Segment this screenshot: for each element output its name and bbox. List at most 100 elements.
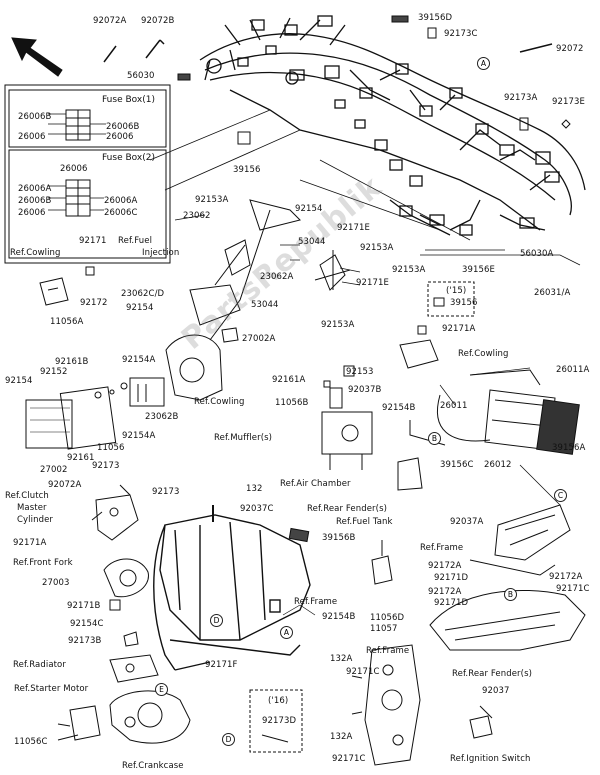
- crankcase-part: [109, 690, 191, 744]
- part-label: 23062: [183, 211, 211, 221]
- tag-56030: [177, 73, 191, 81]
- part-label: Ref.Ignition Switch: [450, 754, 531, 764]
- part-label: 11056A: [50, 317, 84, 327]
- part-label: 92154B: [322, 612, 356, 622]
- part-label: 92171C: [332, 754, 366, 764]
- fuse-label: 26006: [18, 132, 46, 142]
- part-label: 92161B: [55, 357, 89, 367]
- part-label: 92173E: [552, 97, 586, 107]
- relay-bracket: [189, 199, 351, 341]
- part-label: 11056C: [14, 737, 48, 747]
- part-label: 132: [246, 484, 263, 494]
- starter-bracket: [69, 705, 101, 741]
- part-label: 132A: [330, 654, 353, 664]
- part-label: 39156A: [552, 443, 586, 453]
- part-label: 92154: [295, 204, 323, 214]
- part-label: 92072A: [48, 480, 82, 490]
- part-label: 26031/A: [534, 288, 571, 298]
- ref-marker-d: D: [210, 614, 223, 627]
- part-label: 26012: [484, 460, 512, 470]
- part-label: Ref.Frame: [366, 646, 410, 656]
- fuse-box-2-title: Fuse Box(2): [102, 153, 155, 163]
- part-label: 26011: [440, 401, 468, 411]
- part-label: Ref.Crankcase: [122, 761, 184, 771]
- grommet-92171B: [109, 599, 121, 611]
- part-label: Ref.Starter Motor: [14, 684, 89, 694]
- part-label: 92037A: [450, 517, 484, 527]
- part-label: Ref.Front Fork: [13, 558, 73, 568]
- fuse-label: 26006: [18, 208, 46, 218]
- part-label: 92037: [482, 686, 510, 696]
- year-tag: ('16): [268, 696, 289, 706]
- cap-92173C: [427, 27, 437, 39]
- clip-92072A: [103, 45, 117, 63]
- part-label: 92153: [346, 367, 374, 377]
- part-label: 92171E: [356, 278, 390, 288]
- fuse-box-2-drawing: [65, 179, 91, 217]
- part-label: 11056: [97, 443, 125, 453]
- part-label: 92171D: [434, 573, 469, 583]
- part-label: 132A: [330, 732, 353, 742]
- part-label: Master: [17, 503, 47, 513]
- part-label: 39156B: [322, 533, 356, 543]
- tie-92072: [519, 43, 553, 53]
- cowling-piece: [399, 339, 439, 369]
- part-label: 92172: [80, 298, 108, 308]
- frame: [153, 514, 311, 671]
- part-label: 27002A: [242, 334, 276, 344]
- ref-marker-a: A: [477, 57, 490, 70]
- part-label: 39156E: [462, 265, 496, 275]
- subframe: [364, 644, 421, 766]
- part-label: 92171E: [337, 223, 371, 233]
- connector-92173B: [123, 631, 139, 647]
- part-label: 92171A: [442, 324, 476, 334]
- fuse-label: 26006B: [106, 122, 140, 132]
- part-label: Ref.Cowling: [458, 349, 509, 359]
- part-label: Ref.Rear Fender(s): [452, 669, 533, 679]
- part-label: Ref.Muffler(s): [214, 433, 273, 443]
- part-label: 92171A: [13, 538, 47, 548]
- tag-39156D: [391, 15, 409, 23]
- part-label: 23062B: [145, 412, 179, 422]
- part-label: 56030: [127, 71, 155, 81]
- fuse-label: 26006B: [18, 112, 52, 122]
- part-label: Ref.Rear Fender(s): [307, 504, 388, 514]
- part-label: 92173C: [444, 29, 478, 39]
- part-label: 92152: [40, 367, 68, 377]
- part-label: 92037C: [240, 504, 274, 514]
- part-label: 92171B: [67, 601, 101, 611]
- part-label: 92173: [152, 487, 180, 497]
- part-label: 92173: [92, 461, 120, 471]
- part-label: 92171F: [205, 660, 238, 670]
- part-label: 92154A: [122, 431, 156, 441]
- muffler-actuator: [321, 365, 373, 470]
- screw-92173E: [561, 119, 571, 129]
- part-label: 92172A: [428, 587, 462, 597]
- cowling-bracket: [165, 334, 223, 401]
- ref-marker-a: A: [280, 626, 293, 639]
- part-label: 39156C: [440, 460, 474, 470]
- part-label: 39156: [233, 165, 261, 175]
- ref-marker-c: C: [554, 489, 567, 502]
- part-label: 92154: [5, 376, 33, 386]
- sheet-39156A: [536, 399, 580, 455]
- part-label: Ref.Fuel Tank: [336, 517, 393, 527]
- clutch-master-cylinder: [95, 494, 139, 541]
- clip-92072B: [145, 39, 165, 59]
- part-label: Ref.Cowling: [10, 248, 61, 258]
- tag-39156B: [288, 527, 310, 543]
- part-label: Ref.Clutch: [5, 491, 49, 501]
- fuse-box-1-drawing: [65, 109, 91, 141]
- part-label: 23062C/D: [121, 289, 165, 299]
- part-label: 27002: [40, 465, 68, 475]
- part-label: 92173A: [504, 93, 538, 103]
- part-label: 92153A: [392, 265, 426, 275]
- part-label: 92161: [67, 453, 95, 463]
- ecu-group: [25, 377, 165, 450]
- fender-stay: [469, 559, 556, 576]
- part-label: 92172A: [549, 572, 583, 582]
- part-label: 27003: [42, 578, 70, 588]
- front-direction-arrow: [11, 37, 63, 77]
- fuse-label: 26006B: [18, 196, 52, 206]
